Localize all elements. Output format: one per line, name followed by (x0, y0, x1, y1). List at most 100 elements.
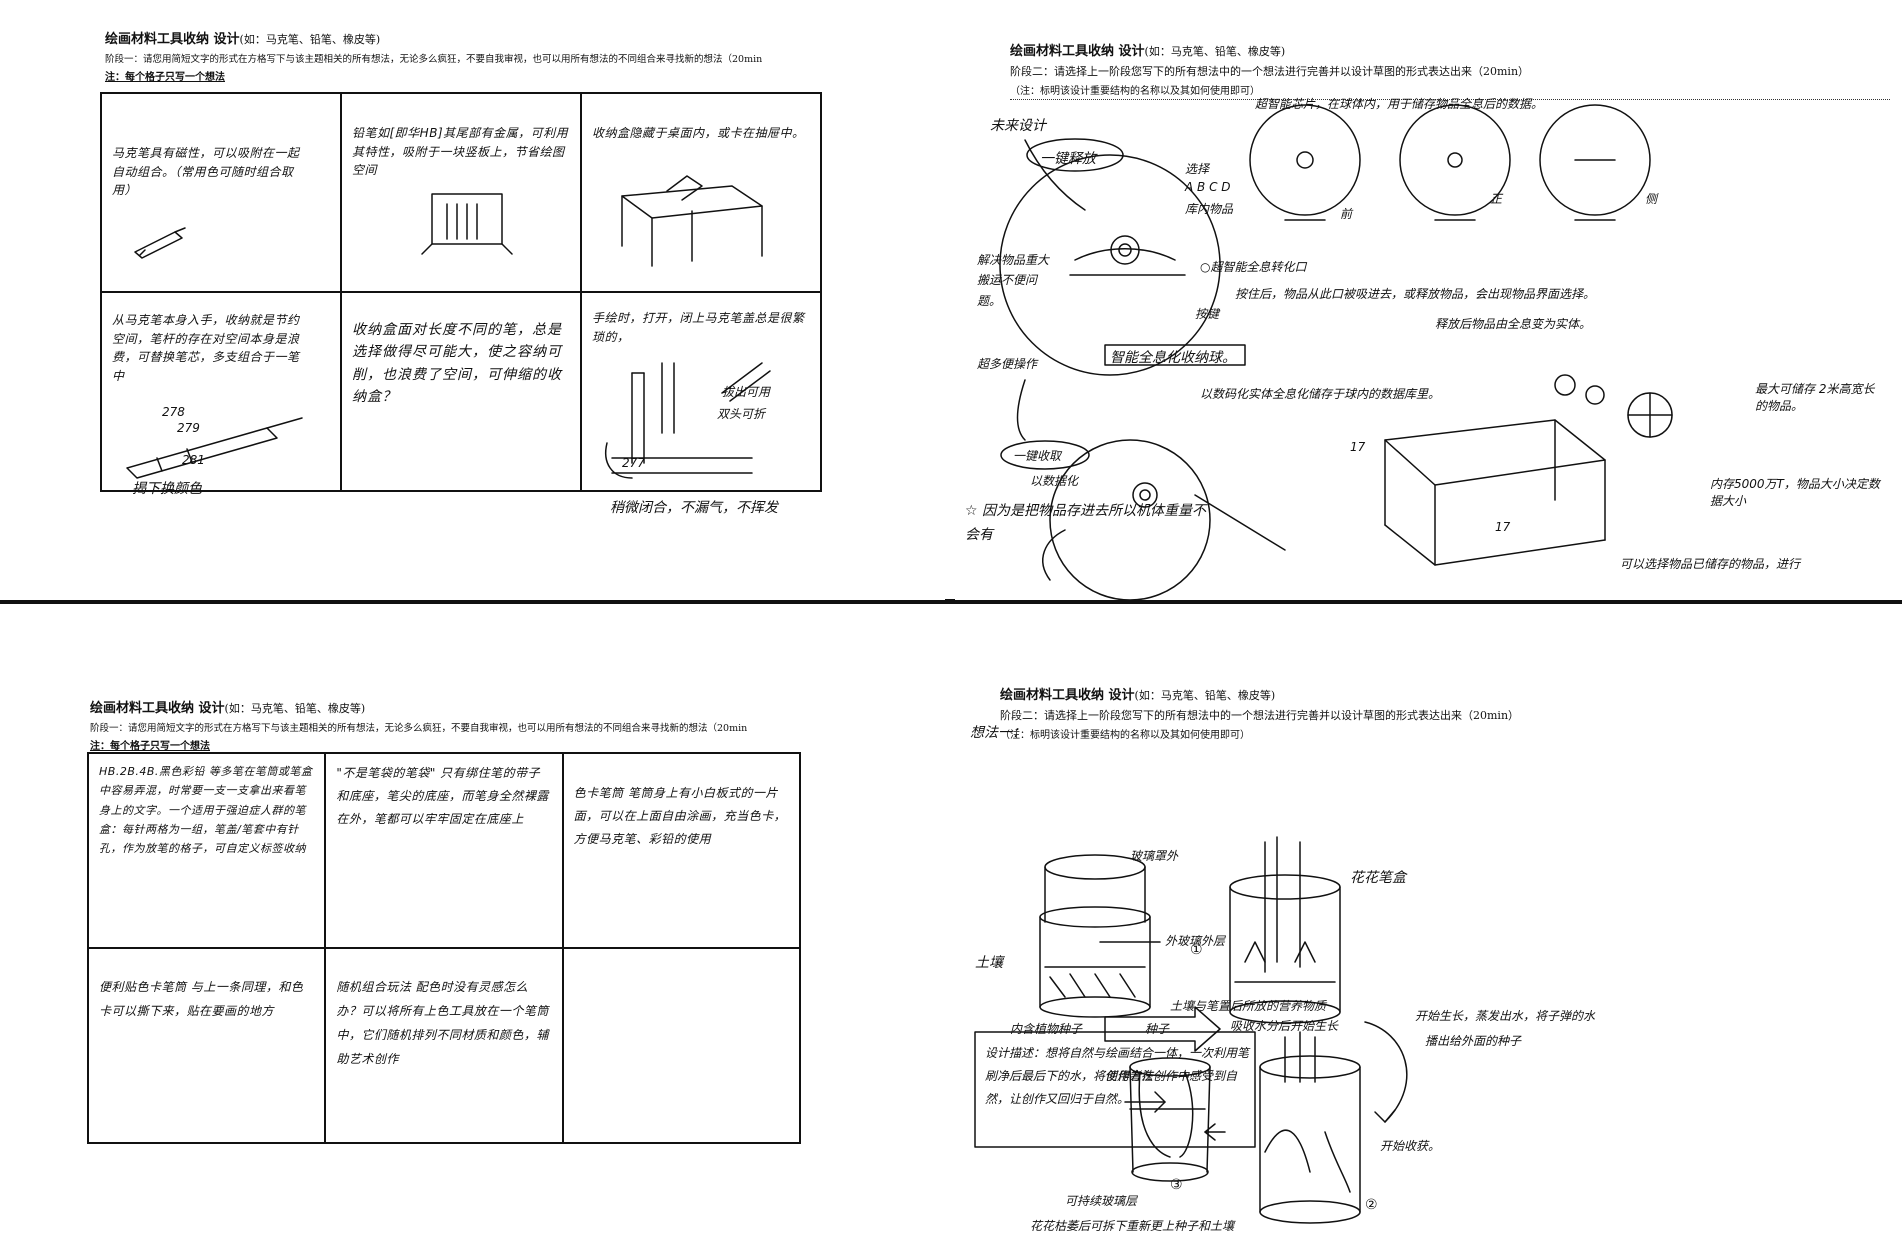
label-abcd: A B C D (1185, 180, 1231, 194)
label-select: 选择 (1185, 162, 1210, 176)
sheet-title: 绘画材料工具收纳 设计(如：马克笔、铅笔、橡皮等) (1010, 44, 1286, 59)
idea-cell: 马克笔具有磁性，可以吸附在一起自动组合。（常用色可随时组合取用） (101, 93, 341, 292)
marker-refill-sketch (126, 417, 303, 479)
sheet-header: 绘画材料工具收纳 设计(如：马克笔、铅笔、橡皮等) 阶段二：请选择上一阶段您写下… (1000, 684, 1880, 741)
label-absorb: 吸收水分后开始生长 (1230, 1019, 1339, 1033)
idea-cell: 铅笔如[即华HB]其尾部有金属，可利用其特性，吸附于一块竖板上，节省绘图空间 (341, 93, 581, 292)
label-278: 278 (162, 405, 185, 419)
idea-text: 铅笔如[即华HB]其尾部有金属，可利用其特性，吸附于一块竖板上，节省绘图空间 (352, 126, 569, 178)
label-use-method: 使用方法 (1105, 1069, 1154, 1083)
label-one: ① (1190, 942, 1203, 958)
idea-text: 收纳盒面对长度不同的笔，总是选择做得尽可能大，使之容纳可削，也浪费了空间，可伸缩… (352, 322, 562, 406)
label-soil: 土壤 (975, 955, 1003, 971)
label-idea: 想法一： (970, 725, 1026, 741)
label-super-chip: 超智能芯片，在球体内，用于储存物品全息后的数据。 (1255, 97, 1544, 111)
sheet-title: 绘画材料工具收纳 设计(如：马克笔、铅笔、橡皮等) (1000, 688, 1276, 703)
label-inner-plant: 内含植物种子 (1010, 1022, 1083, 1036)
dotted-rule (1010, 99, 1890, 100)
idea-cell: "不是笔袋的笔袋" 只有绑住笔的带子和底座，笔尖的底座，而笔身全然裸露在外，笔都… (325, 753, 563, 948)
label-ops: 超多便操作 (977, 357, 1038, 371)
label-seed: 种子 (1145, 1022, 1170, 1036)
label-spread: 播出给外面的种子 (1425, 1034, 1522, 1048)
label-flower-box: 花花笔盒 (1350, 870, 1406, 886)
idea-cell: HB.2B.4B.黑色彩铅 等多笔在笔筒或笔盒中容易弄混，时常要一支一支拿出来看… (88, 753, 326, 948)
label-start: 开始收获。 (1380, 1139, 1441, 1153)
label-outer-glass: 外玻璃外层 (1165, 934, 1226, 948)
marker-cap-sketch (605, 362, 771, 479)
sheet-header: 绘画材料工具收纳 设计(如：马克笔、铅笔、橡皮等) 阶段一：请您用简短文字的形式… (90, 697, 935, 752)
label-pull-open: 拔出可用 (722, 385, 771, 399)
idea-text: HB.2B.4B.黑色彩铅 等多笔在笔筒或笔盒中容易弄混，时常要一支一支拿出来看… (99, 765, 313, 855)
label-release-hologram: 释放后物品由全息变为实体。 (1435, 317, 1592, 331)
idea-cell: 从马克笔本身入手，收纳就是节约空间，笔杆的存在对空间本身是浪费，可替换笔芯，多支… (101, 292, 341, 497)
idea-text: "不是笔袋的笔袋" 只有绑住笔的带子和底座，笔尖的底座，而笔身全然裸露在外，笔都… (336, 766, 549, 826)
label-can-grow: 可持续玻璃层 (1065, 1194, 1138, 1208)
sketch-layer (974, 836, 1408, 1224)
sketch-layer (999, 104, 1673, 600)
note: 注：每个格子只写一个想法 (105, 72, 225, 83)
idea-text: 马克笔具有磁性，可以吸附在一起自动组合。（常用色可随时组合取用） (112, 146, 300, 198)
idea-cell: 收纳盒隐藏于桌面内，或卡在抽屉中。 (581, 93, 821, 292)
label-growing: 开始生长，蒸发出水，将子弹的水 (1415, 1009, 1596, 1023)
note: 注：每个格子只写一个想法 (90, 741, 210, 752)
label-store-data: 以数码化实体全息化储存于球内的数据库里。 (1200, 387, 1441, 401)
label-solve: 解决物品重大搬运不便问题。 (977, 253, 1050, 308)
idea-text: 手绘时，打开，闭上马克笔盖总是很繁琐的， (592, 311, 805, 344)
idea-cell (562, 948, 800, 1143)
label-one-key-release: 一键释放 (1040, 151, 1096, 167)
stage-instruction: 阶段一：请您用简短文字的形式在方格写下与该主题相关的所有想法，无论多么疯狂，不要… (90, 723, 748, 734)
idea-text: 随机组合玩法 配色时没有灵感怎么办？可以将所有上色工具放在一个笔筒中，它们随机排… (336, 980, 549, 1066)
label-cover: 玻璃罩外 (1130, 849, 1179, 863)
idea-grid: 马克笔具有磁性，可以吸附在一起自动组合。（常用色可随时组合取用） 铅笔如[即华H… (100, 92, 822, 497)
stage-instruction: 阶段一：请您用简短文字的形式在方格写下与该主题相关的所有想法，无论多么疯狂，不要… (105, 54, 763, 65)
label-max: 最大可储存 2米高宽长的物品。 (1755, 382, 1875, 413)
sheet-stage1-bottom: 绘画材料工具收纳 设计(如：马克笔、铅笔、橡皮等) 阶段一：请您用简短文字的形式… (0, 612, 945, 1252)
idea-text: 色卡笔筒 笔筒身上有小白板式的一片面，可以在上面自由涂画，充当色卡，方便马克笔、… (573, 786, 787, 846)
label-side-front: 正 (1490, 192, 1503, 206)
label-view: 可以选择物品已储存的物品，进行 (1620, 557, 1801, 571)
idea-text: 便利贴色卡笔筒 与上一条同理，和色卡可以撕下来，贴在要画的地方 (99, 980, 304, 1018)
stage-instruction: 阶段二：请选择上一阶段您写下的所有想法中的一个想法进行完善并以设计草图的形式表达… (1010, 65, 1530, 78)
label-281: 281 (182, 453, 205, 467)
label-remove: 揭下换颜色 (132, 481, 202, 497)
label-data: 以数据化 (1030, 474, 1079, 488)
label-277: 277 (622, 456, 645, 470)
idea-cell: 手绘时，打开，闭上马克笔盖总是很繁琐的， 277 拔出可用 双头可折 (581, 292, 821, 491)
label-after-press: 按住后，物品从此口被吸进去，或释放物品，会出现物品界面选择。 (1235, 287, 1596, 301)
label-17b: 17 (1495, 520, 1511, 534)
pencil-board-sketch (421, 193, 513, 255)
sheet-header: 绘画材料工具收纳 设计(如：马克笔、铅笔、橡皮等) 阶段二：请选择上一阶段您写下… (1010, 40, 1890, 100)
sheet-title: 绘画材料工具收纳 设计(如：马克笔、铅笔、橡皮等) (90, 701, 366, 716)
label-17a: 17 (1350, 440, 1366, 454)
sheet-stage2-bottom: 绘画材料工具收纳 设计(如：马克笔、铅笔、橡皮等) 阶段二：请选择上一阶段您写下… (955, 612, 1902, 1252)
label-wilt: 花花枯萎后可拆下重新更上种子和土壤 (1030, 1219, 1235, 1233)
label-star-note: ☆ 因为是把物品存进去所以机体重量不会有 (965, 503, 1206, 543)
label-memory: 内存5000万T，物品大小决定数据大小 (1710, 477, 1880, 508)
label-three: ③ (1170, 1177, 1183, 1193)
label-279: 279 (177, 421, 200, 435)
stage-instruction: 阶段二：请选择上一阶段您写下的所有想法中的一个想法进行完善并以设计草图的形式表达… (1000, 709, 1520, 722)
label-press-key: 按键 (1195, 307, 1220, 321)
storage-ball (999, 154, 1221, 376)
idea-cell: 收纳盒面对长度不同的笔，总是选择做得尽可能大，使之容纳可削，也浪费了空间，可伸缩… (341, 292, 581, 491)
idea-cell: 色卡笔筒 笔筒身上有小白板式的一片面，可以在上面自由涂画，充当色卡，方便马克笔、… (562, 753, 800, 948)
idea-cell: 便利贴色卡笔筒 与上一条同理，和色卡可以撕下来，贴在要画的地方 (88, 948, 326, 1143)
note: （注：标明该设计重要结构的名称以及其如何使用即可） (1000, 730, 1250, 741)
note: （注：标明该设计重要结构的名称以及其如何使用即可） (1010, 86, 1260, 97)
label-stored: 库内物品 (1185, 202, 1234, 216)
label-one-key-collect: 一键收取 (1013, 449, 1062, 463)
label-smart-ball: 智能全息化收纳球。 (1110, 350, 1236, 366)
sheet-divider (0, 599, 1902, 604)
idea-cell: 随机组合玩法 配色时没有灵感怎么办？可以将所有上色工具放在一个笔筒中，它们随机排… (325, 948, 563, 1143)
sheet-stage1-top: 绘画材料工具收纳 设计(如：马克笔、铅笔、橡皮等) 阶段一：请您用简短文字的形式… (0, 0, 945, 600)
sheet-header: 绘画材料工具收纳 设计(如：马克笔、铅笔、橡皮等) 阶段一：请您用简短文字的形式… (105, 28, 935, 83)
marker-sketch (134, 227, 186, 259)
label-rotate: 双头可折 (717, 407, 766, 421)
label-super-port: ○超智能全息转化口 (1200, 260, 1307, 274)
label-front: 前 (1340, 207, 1353, 221)
label-nutrients: 土壤与笔置后所放的营养物质 (1170, 999, 1327, 1013)
label-slightly-close: 稍微闭合，不漏气，不挥发 (610, 500, 778, 516)
idea-text: 收纳盒隐藏于桌面内，或卡在抽屉中。 (592, 126, 805, 140)
sheet-stage2-top: 绘画材料工具收纳 设计(如：马克笔、铅笔、橡皮等) 阶段二：请选择上一阶段您写下… (955, 0, 1902, 600)
label-future-design: 未来设计 (990, 118, 1046, 134)
